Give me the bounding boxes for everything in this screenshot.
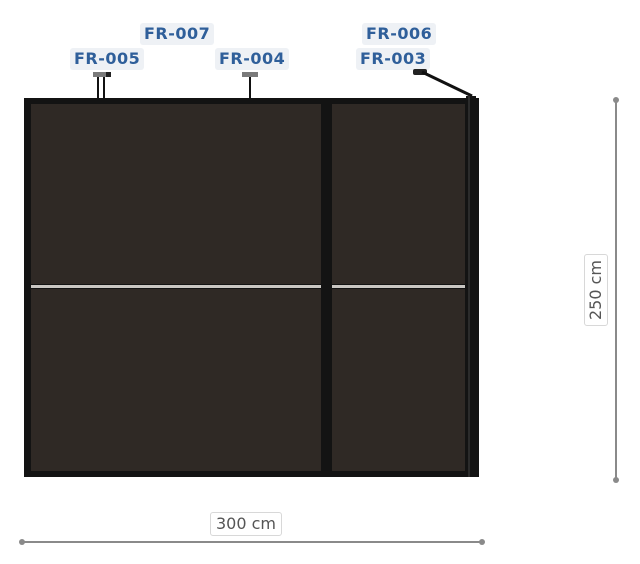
width-dimension-line xyxy=(22,541,482,543)
height-dimension-end xyxy=(613,477,619,483)
panel-right-bottom[interactable] xyxy=(332,289,465,471)
right-post-edge xyxy=(468,96,470,477)
fixture-label-fr-007[interactable]: FR-007 xyxy=(140,23,215,45)
spotlight-fixture-fr-004[interactable] xyxy=(238,70,262,100)
fixture-label-fr-005[interactable]: FR-005 xyxy=(70,48,145,70)
height-dimension-start xyxy=(613,97,619,103)
arm-light-fixture-fr-003[interactable] xyxy=(410,66,480,102)
spotlight-fixture-fr-005[interactable] xyxy=(88,70,118,100)
panel-left-bottom[interactable] xyxy=(31,289,321,471)
horizontal-rail-left xyxy=(31,285,321,288)
width-dimension-end xyxy=(479,539,485,545)
height-dimension-line xyxy=(615,100,617,480)
width-dimension-start xyxy=(19,539,25,545)
width-dimension-label: 300 cm xyxy=(210,512,283,536)
fixture-label-fr-006[interactable]: FR-006 xyxy=(362,23,437,45)
center-mullion xyxy=(322,100,331,475)
fixture-label-fr-004[interactable]: FR-004 xyxy=(215,48,290,70)
panel-right-top[interactable] xyxy=(332,104,465,284)
right-post xyxy=(466,96,476,477)
panel-left-top[interactable] xyxy=(31,104,321,284)
fixture-label-fr-003[interactable]: FR-003 xyxy=(356,48,431,70)
height-dimension-label: 250 cm xyxy=(584,253,609,327)
horizontal-rail-right xyxy=(332,285,465,288)
